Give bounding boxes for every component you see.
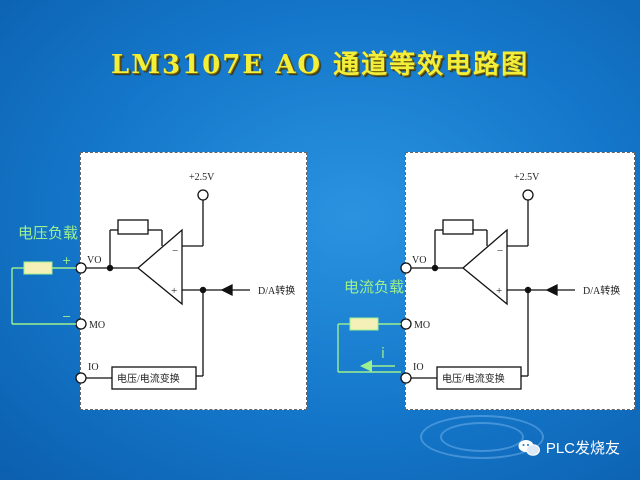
left-circuit [75,189,250,390]
right-io-label: IO [413,362,424,373]
right-pin-mo [400,318,412,330]
left-converter-label: 电压/电流变换 [117,372,180,385]
left-minus-sign: − [62,310,71,323]
right-opamp-minus: − [497,245,503,257]
right-pin-vo [400,262,412,274]
left-load-wiring [11,267,76,325]
left-voltage-load [23,261,53,275]
left-feedback-resistor [117,219,149,235]
left-supply-label: +2.5V [189,172,215,183]
current-direction-arrow [360,360,372,372]
right-current-load [349,317,379,331]
right-converter-box [436,366,522,390]
water-ripple-decoration [440,422,524,452]
left-converter-box [111,366,197,390]
left-opamp-plus: + [171,285,177,297]
right-mo-label: MO [414,320,430,331]
left-supply-terminal [197,189,209,201]
water-ripple-decoration [420,415,544,459]
right-vo-node [431,264,439,272]
diagram-title: LM3107E AO 通道等效电路图 [110,50,530,80]
left-io-label: IO [88,362,99,373]
left-vo-label: VO [87,255,101,266]
right-opamp [461,228,508,306]
right-supply-label: +2.5V [514,172,540,183]
watermark: PLC发烧友 [518,437,620,458]
left-vo-node [106,264,114,272]
left-pin-io [75,372,87,384]
right-pin-io [400,372,412,384]
right-converter-label: 电压/电流变换 [442,372,505,385]
right-current-label: i [381,346,385,362]
right-supply-terminal [522,189,534,201]
left-pin-vo [75,262,87,274]
right-load-wiring [337,323,401,373]
watermark-text: PLC发烧友 [545,440,620,457]
right-da-label: D/A转换 [583,284,620,297]
right-da-arrow [545,283,558,297]
left-da-label: D/A转换 [258,284,295,297]
left-pin-mo [75,318,87,330]
right-vo-label: VO [412,255,426,266]
right-feedback-resistor [442,219,474,235]
right-opamp-plus: + [496,285,502,297]
left-opamp [136,228,183,306]
left-mo-label: MO [89,320,105,331]
left-opamp-minus: − [172,245,178,257]
left-load-label: 电压负载 [18,224,78,242]
chat-bubble-icon [518,439,540,457]
left-da-arrow [220,283,233,297]
left-plus-sign: + [62,254,71,267]
right-load-label: 电流负载 [344,278,404,296]
right-circuit [400,189,575,390]
